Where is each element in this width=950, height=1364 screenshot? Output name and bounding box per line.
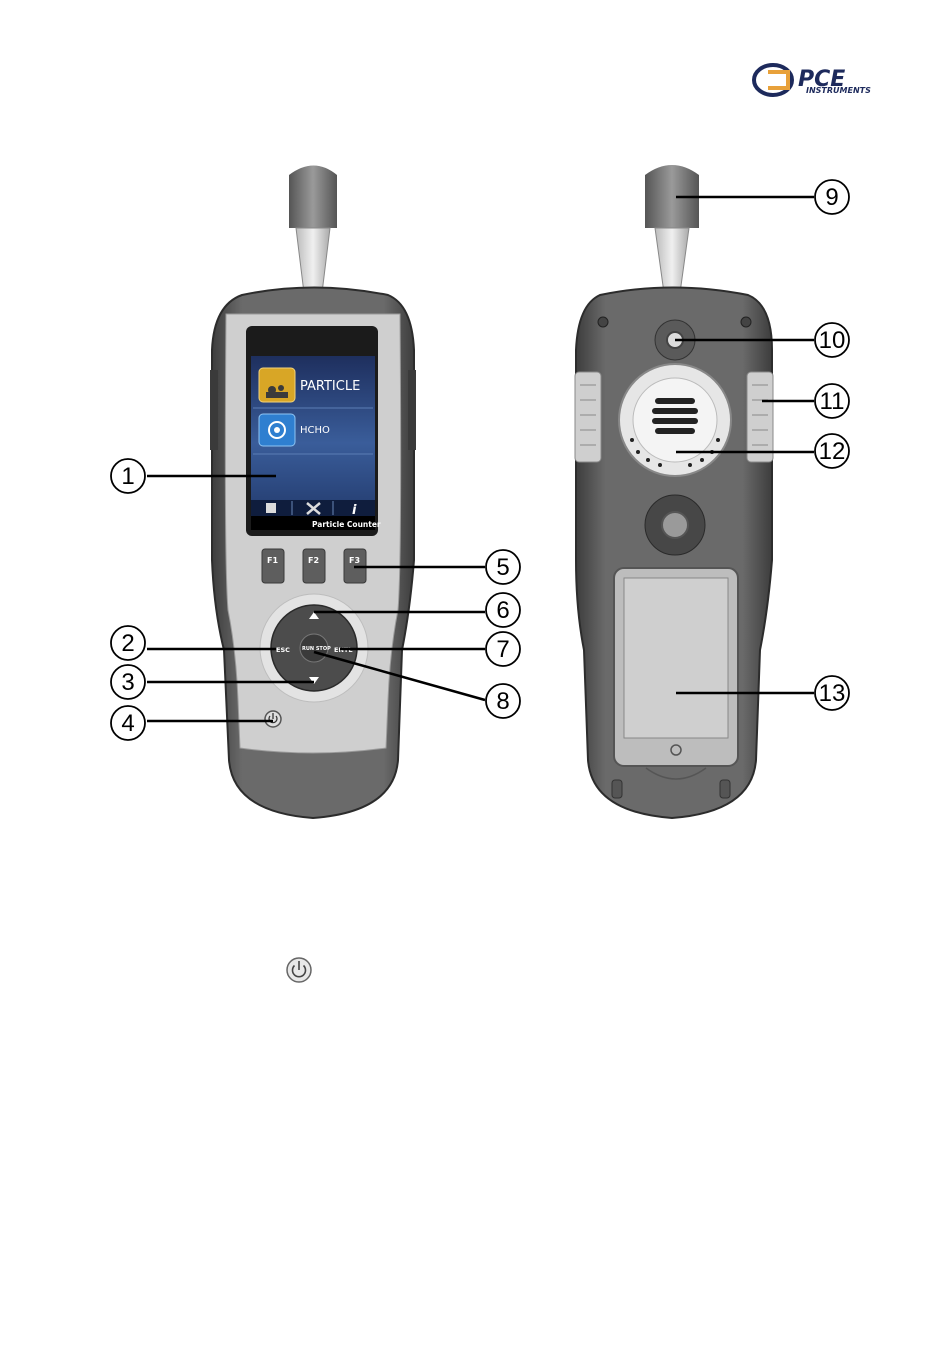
callout-2: 2 xyxy=(111,626,145,660)
menu-item-label: PARTICLE xyxy=(300,379,360,394)
callout-number: 5 xyxy=(496,554,509,581)
display-screen: PARTICLE HCHO xyxy=(251,356,381,530)
sensor-port xyxy=(645,495,705,555)
callout-number: 1 xyxy=(121,463,134,490)
callout-6: 6 xyxy=(486,593,520,627)
logo-subtitle: INSTRUMENTS xyxy=(806,86,871,95)
callout-number: 7 xyxy=(496,636,509,663)
callout-11: 11 xyxy=(815,384,849,418)
screen-footer: Particle Counter xyxy=(312,520,381,529)
esc-label: ESC xyxy=(276,646,290,654)
memory-icon[interactable] xyxy=(266,503,276,513)
side-grip-right xyxy=(747,372,773,462)
callout-4: 4 xyxy=(111,706,145,740)
callout-12: 12 xyxy=(815,434,849,468)
callout-3: 3 xyxy=(111,665,145,699)
speaker-grille xyxy=(619,364,731,476)
esc-button[interactable]: ESC xyxy=(276,646,290,654)
power-symbol xyxy=(287,958,311,982)
function-key-f2[interactable]: F2 xyxy=(303,549,325,583)
device-back xyxy=(575,165,773,818)
f3-label: F3 xyxy=(349,556,360,565)
callout-number: 10 xyxy=(819,327,846,354)
battery-cover xyxy=(614,568,738,779)
probe-cone xyxy=(296,228,330,293)
pce-logo: PCE INSTRUMENTS xyxy=(754,65,871,95)
callout-number: 4 xyxy=(121,710,134,737)
callout-number: 11 xyxy=(820,388,845,415)
callout-10: 10 xyxy=(815,323,849,357)
callout-9: 9 xyxy=(815,180,849,214)
callout-7: 7 xyxy=(486,632,520,666)
info-icon[interactable]: i xyxy=(352,503,357,518)
back-probe-cone xyxy=(655,228,689,293)
run-stop-label: RUN STOP xyxy=(302,646,331,652)
callout-number: 2 xyxy=(121,630,134,657)
callout-1: 1 xyxy=(111,459,145,493)
probe-cap xyxy=(289,166,337,229)
f2-label: F2 xyxy=(308,556,319,565)
power-button[interactable] xyxy=(265,711,281,727)
callout-8: 8 xyxy=(486,684,520,718)
menu-item-label: HCHO xyxy=(300,425,330,436)
callout-number: 3 xyxy=(121,669,134,696)
side-grip-left xyxy=(575,372,601,462)
callout-number: 13 xyxy=(819,680,846,707)
callout-number: 8 xyxy=(496,688,509,715)
f1-label: F1 xyxy=(267,556,278,565)
callout-number: 9 xyxy=(825,184,838,211)
function-key-f1[interactable]: F1 xyxy=(262,549,284,583)
right-grip xyxy=(408,370,416,450)
callout-5: 5 xyxy=(486,550,520,584)
callout-number: 6 xyxy=(496,597,509,624)
callout-number: 12 xyxy=(819,438,846,465)
info-glyph: i xyxy=(352,503,357,518)
callout-13: 13 xyxy=(815,676,849,710)
left-grip xyxy=(210,370,218,450)
